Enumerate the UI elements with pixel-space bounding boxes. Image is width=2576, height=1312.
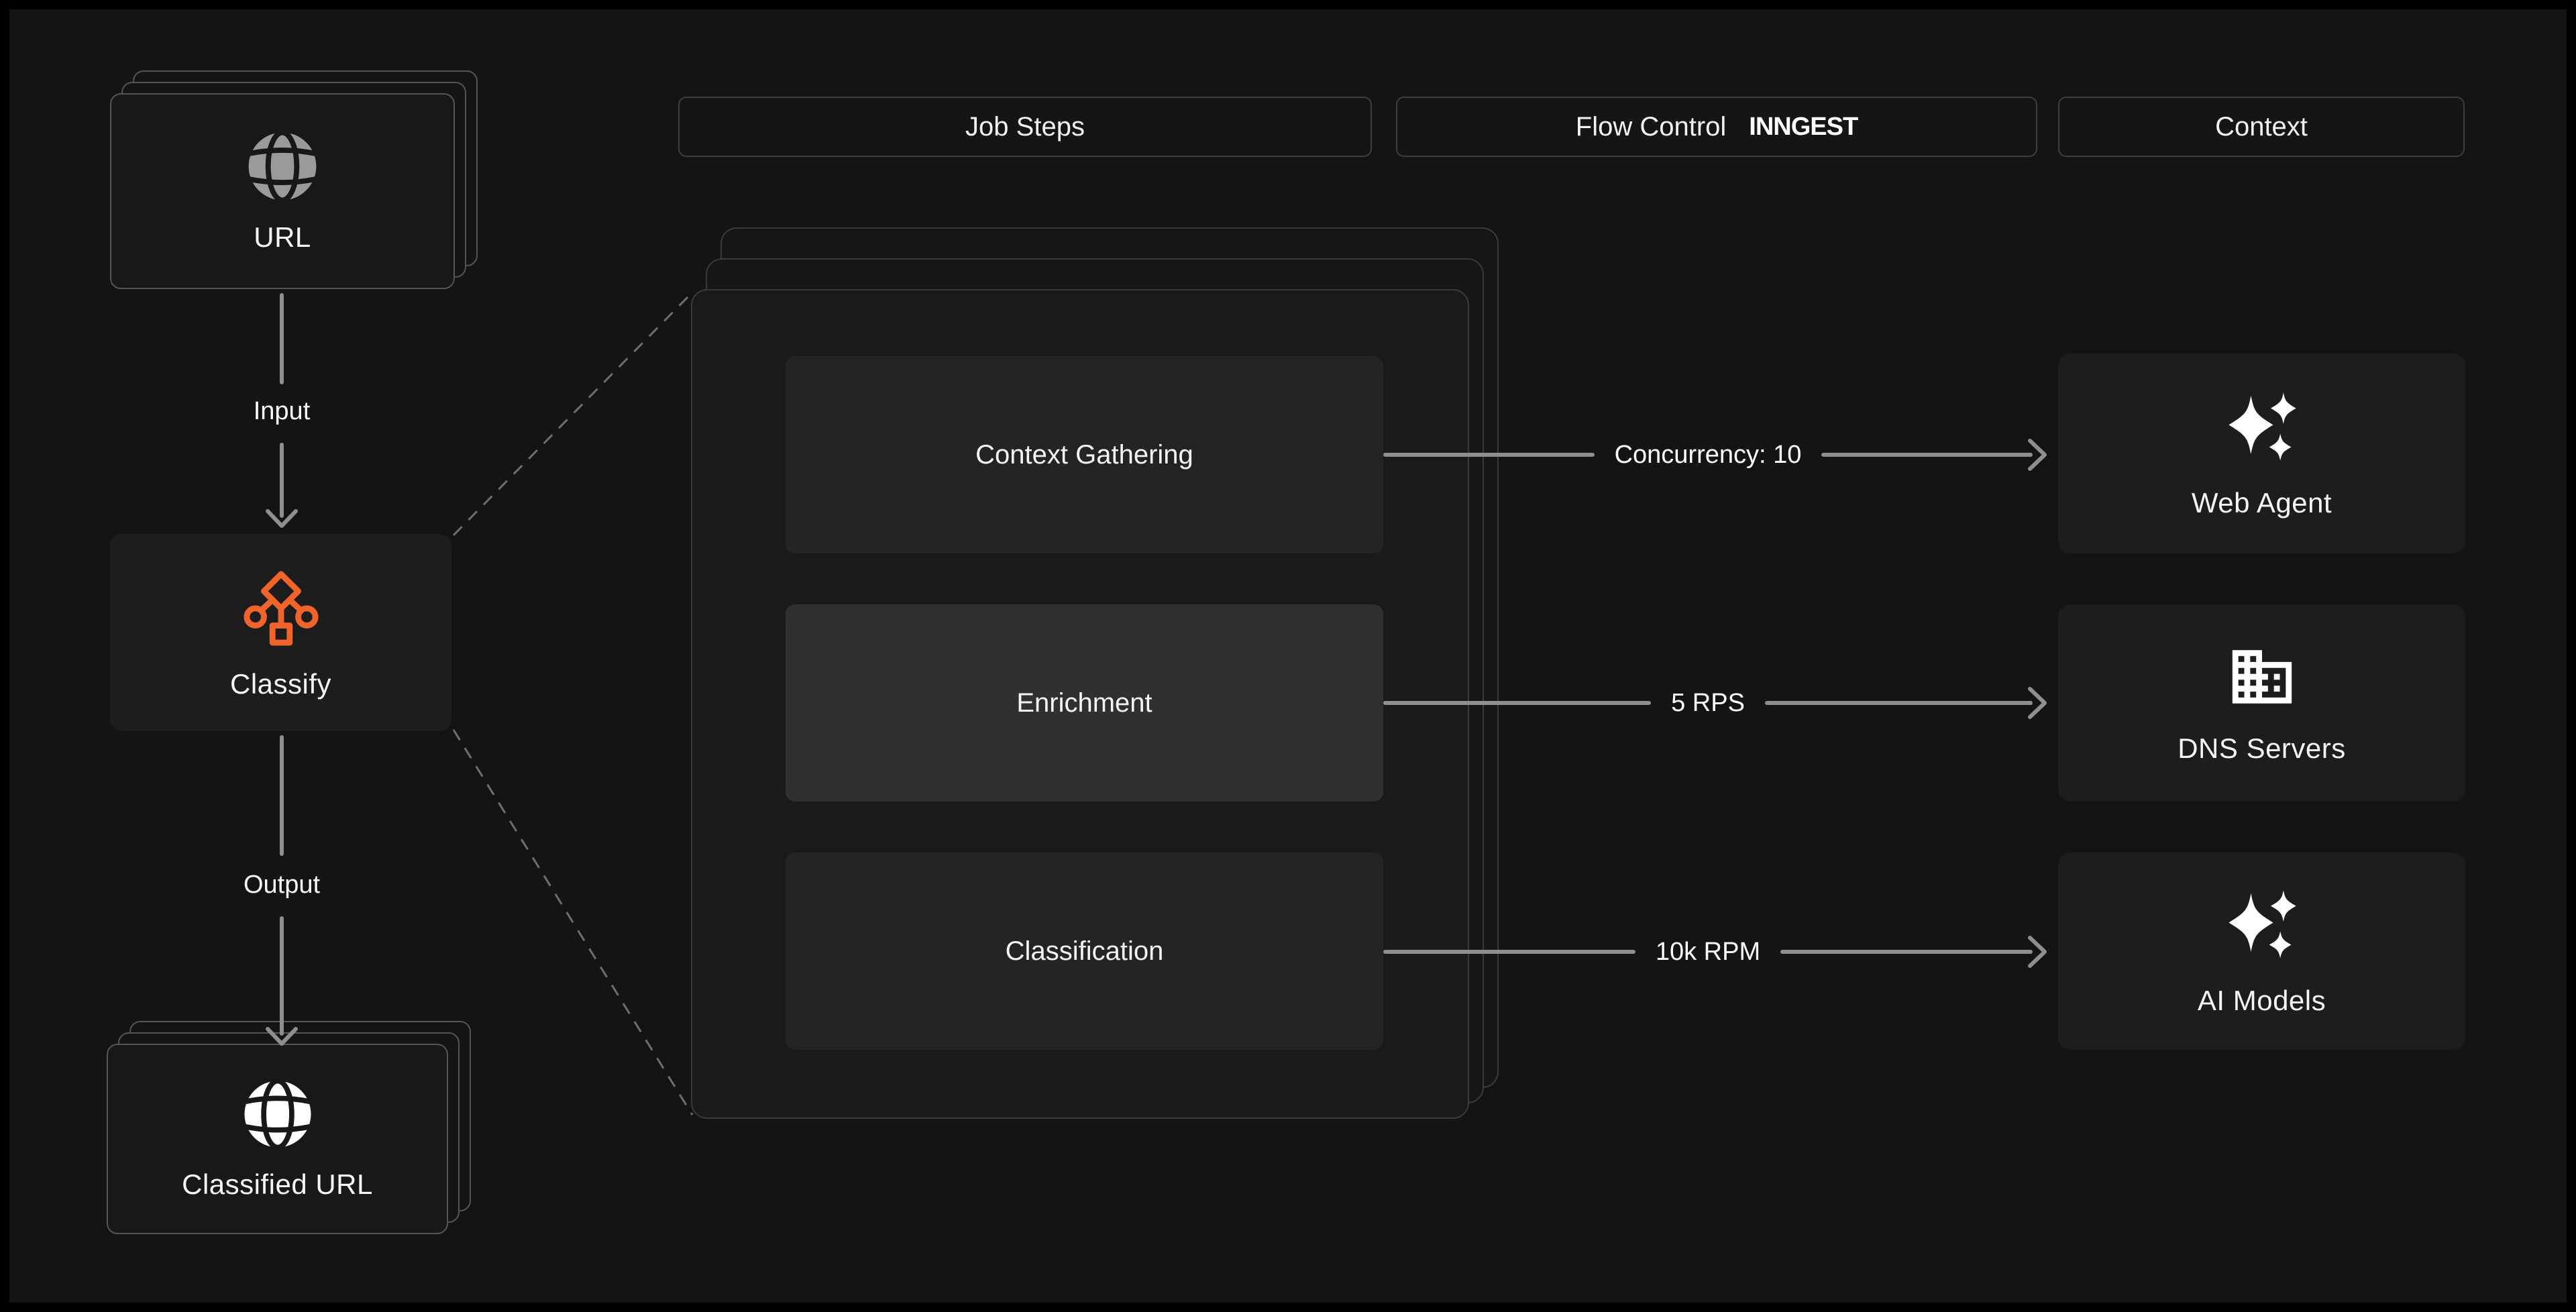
chevron-right-icon: [2028, 439, 2047, 471]
header-context: Context: [2058, 97, 2465, 157]
classified-url-card: Classified URL: [107, 1044, 448, 1234]
flow-line: [1383, 950, 1635, 954]
flow-line: [1821, 453, 2033, 457]
flow-label: Concurrency: 10: [1614, 440, 1802, 469]
dns-servers-card: DNS Servers: [2058, 604, 2465, 802]
flow-row-rpm: 10k RPM: [1383, 934, 2049, 969]
step-label: Classification: [1005, 936, 1164, 966]
flow-line: [1764, 701, 2033, 705]
header-flow-control-label: Flow Control: [1575, 111, 1727, 142]
arrow-down-icon: [266, 509, 298, 528]
ai-models-label: AI Models: [2197, 985, 2326, 1016]
header-context-label: Context: [2215, 111, 2308, 142]
input-arrow-line: [280, 443, 284, 518]
header-job-steps-label: Job Steps: [965, 111, 1085, 142]
flow-row-rps: 5 RPS: [1383, 686, 2049, 720]
globe-icon: [248, 129, 317, 203]
web-agent-label: Web Agent: [2191, 487, 2332, 518]
classified-url-card-label: Classified URL: [182, 1168, 373, 1200]
flow-line: [1780, 950, 2033, 954]
classify-card: Classify: [110, 534, 451, 731]
url-card: URL: [110, 93, 455, 289]
flow-line: [1383, 453, 1595, 457]
dns-servers-label: DNS Servers: [2178, 732, 2346, 764]
globe-icon: [244, 1078, 311, 1150]
chevron-right-icon: [2028, 687, 2047, 719]
output-label: Output: [243, 871, 321, 899]
flow-line: [1383, 701, 1652, 705]
header-flow-control: Flow Control INNGEST: [1396, 97, 2037, 157]
url-card-label: URL: [254, 221, 311, 253]
step-context-gathering: Context Gathering: [786, 356, 1383, 553]
input-label: Input: [253, 397, 311, 425]
sparkles-icon: [2228, 890, 2296, 959]
flow-label: 10k RPM: [1655, 937, 1761, 966]
workflow-classify-icon: [243, 571, 319, 646]
ai-models-card: AI Models: [2058, 853, 2465, 1050]
step-classification: Classification: [786, 853, 1383, 1050]
step-label: Context Gathering: [975, 439, 1193, 470]
building-icon: [2232, 650, 2292, 704]
header-job-steps: Job Steps: [678, 97, 1372, 157]
web-agent-card: Web Agent: [2058, 353, 2465, 553]
flow-label: 5 RPS: [1671, 688, 1745, 717]
chevron-right-icon: [2028, 936, 2047, 968]
inngest-logo: INNGEST: [1749, 112, 1858, 141]
sparkles-icon: [2228, 392, 2296, 461]
classify-card-label: Classify: [229, 668, 332, 700]
step-label: Enrichment: [1016, 688, 1152, 718]
flow-row-concurrency: Concurrency: 10: [1383, 437, 2049, 472]
output-arrow-line: [280, 735, 284, 856]
input-arrow-line: [280, 293, 284, 384]
step-enrichment: Enrichment: [786, 604, 1383, 802]
output-arrow-line: [280, 916, 284, 1036]
arrow-down-icon: [266, 1027, 298, 1046]
